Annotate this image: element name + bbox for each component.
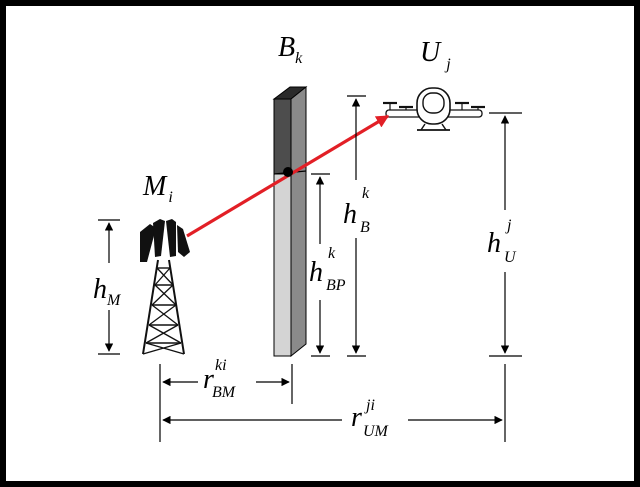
dimension-lines bbox=[98, 95, 522, 442]
building bbox=[272, 85, 308, 358]
lattice-tower-icon bbox=[140, 219, 190, 355]
breakpoint-dot bbox=[283, 167, 293, 177]
building-label: Bk bbox=[278, 32, 303, 67]
h-macro-label: hM bbox=[93, 274, 122, 309]
passenger-drone-icon bbox=[383, 87, 485, 131]
